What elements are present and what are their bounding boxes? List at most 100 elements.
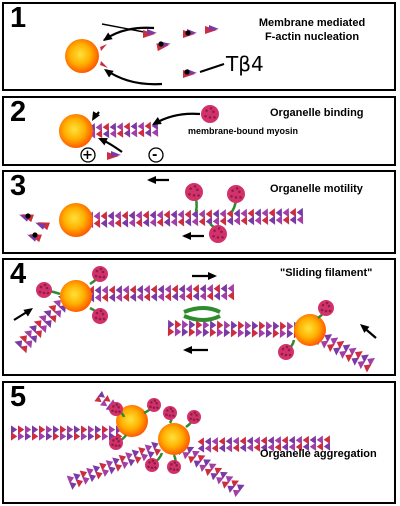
myosin-speckle — [173, 461, 177, 464]
actin-subunit — [178, 291, 186, 302]
actin-subunit — [164, 284, 172, 294]
actin-subunit — [265, 328, 273, 338]
actin-subunit — [114, 218, 122, 228]
actin-subunit — [237, 320, 245, 331]
myosin-speckle — [280, 352, 284, 356]
arrow-icon-head — [147, 176, 156, 184]
actin-subunit — [197, 444, 205, 453]
actin-filament — [11, 425, 123, 441]
myosin-tail — [183, 306, 221, 314]
organelle-icon — [60, 280, 92, 312]
actin-subunit — [260, 443, 268, 452]
actin-subunit — [274, 436, 282, 445]
actin-subunit — [232, 436, 240, 446]
actin-monomer-icon — [156, 41, 171, 52]
actin-subunit — [239, 436, 247, 446]
actin-subunit — [140, 453, 149, 462]
actin-subunit — [296, 214, 304, 225]
nucleation-site — [100, 44, 108, 68]
actin-subunit — [137, 128, 145, 138]
myosin-speckle — [216, 236, 220, 239]
actin-subunit — [223, 327, 231, 338]
actin-subunit — [205, 209, 212, 219]
actin-subunit — [323, 435, 330, 445]
myosin-speckle — [288, 353, 292, 357]
actin-subunit — [186, 446, 195, 454]
myosin-speckle — [94, 316, 98, 320]
myosin-speckle — [190, 413, 193, 416]
actin-subunit — [121, 461, 129, 470]
actin-subunit — [99, 462, 107, 471]
myosin-speckle — [98, 317, 102, 321]
actin-subunit — [24, 330, 32, 339]
actin-subunit — [214, 467, 223, 475]
thymosin-dot — [32, 232, 38, 238]
actin-subunit — [218, 436, 226, 446]
actin-subunit — [232, 443, 240, 453]
actin-subunit — [116, 129, 124, 138]
actin-subunit — [93, 218, 101, 229]
actin-subunit — [123, 128, 131, 138]
myosin-speckle — [175, 463, 178, 467]
actin-subunit — [150, 292, 158, 302]
myosin-tail — [183, 314, 221, 322]
actin-subunit — [107, 211, 115, 221]
actin-subunit — [107, 218, 115, 228]
actin-subunit — [116, 122, 124, 132]
arrow-icon-head — [183, 346, 192, 354]
myosin-speckle — [95, 311, 99, 315]
actin-subunit — [150, 284, 158, 295]
myosin-speckle — [193, 185, 197, 188]
actin-subunit — [170, 210, 178, 220]
organelle-icon — [59, 114, 93, 148]
myosin-speckle — [148, 461, 151, 464]
actin-subunit — [295, 435, 303, 445]
actin-subunit — [320, 340, 329, 349]
actin-monomer-icon — [143, 29, 157, 38]
myosin-speckle — [117, 405, 120, 409]
actin-subunit — [118, 454, 127, 463]
actin-subunit — [211, 443, 219, 453]
actin-subunit — [142, 217, 150, 228]
actin-subunit — [260, 436, 268, 445]
actin-subunit — [32, 432, 39, 441]
actin-subunit — [281, 436, 289, 445]
myosin-speckle — [172, 468, 176, 471]
myosin-speckle — [98, 275, 102, 279]
actin-subunit — [220, 291, 228, 301]
actin-subunit — [357, 360, 366, 370]
myosin-speckle — [212, 110, 215, 114]
actin-subunit — [34, 330, 42, 339]
actin-subunit — [253, 443, 261, 452]
actin-subunit — [239, 443, 247, 453]
actin-subunit — [32, 425, 39, 434]
actin-subunit — [100, 218, 108, 228]
actin-subunit — [25, 432, 32, 441]
myosin-speckle — [115, 437, 119, 440]
myosin-speckle — [102, 275, 106, 279]
actin-subunit — [73, 473, 81, 482]
panel-title: Membrane mediated F-actin nucleation — [242, 16, 382, 45]
actin-subunit — [95, 122, 103, 132]
arrow-icon-head — [360, 324, 370, 333]
actin-subunit — [29, 335, 38, 344]
actin-subunit — [156, 210, 164, 220]
actin-subunit — [39, 432, 46, 441]
actin-subunit — [309, 435, 317, 445]
actin-subunit — [128, 210, 136, 221]
actin-filament — [197, 435, 331, 453]
actin-subunit — [94, 285, 102, 295]
actin-subunit — [275, 215, 283, 225]
actin-subunit — [246, 443, 254, 452]
actin-subunit — [216, 320, 224, 330]
myosin-speckle — [43, 283, 47, 287]
actin-subunit — [367, 357, 375, 367]
myosin-speckle — [150, 401, 153, 404]
myosin-speckle — [114, 410, 118, 413]
panel-4-drawing — [13, 266, 377, 373]
actin-subunit — [216, 327, 224, 338]
actin-subunit — [122, 292, 130, 302]
actin-subunit — [237, 328, 245, 338]
actin-subunit — [302, 442, 310, 452]
arrow-icon-head — [152, 117, 162, 125]
